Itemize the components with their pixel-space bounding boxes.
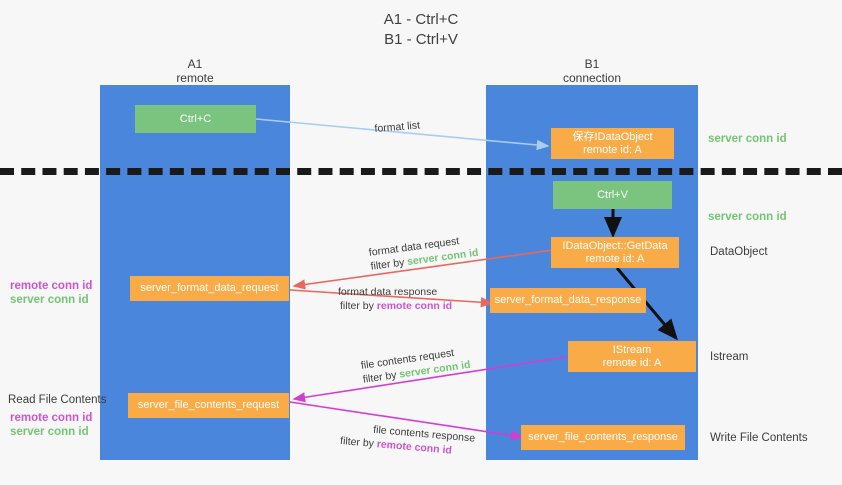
left-label-server-conn-id-1: server conn id xyxy=(10,294,89,306)
right-label-server-conn-id-mid-text: server conn id xyxy=(708,211,787,223)
node-server-format-data-response[interactable]: server_format_data_response xyxy=(490,288,646,313)
title-line-2: B1 - Ctrl+V xyxy=(384,31,458,48)
filter-prefix: filter by xyxy=(340,300,377,312)
node-getdata-label: IDataObject::GetData xyxy=(562,239,668,252)
node-ctrl-v-label: Ctrl+V xyxy=(597,188,628,201)
node-save-idataobject-sub: remote id: A xyxy=(583,143,642,156)
left-label-read-file-contents-text: Read File Contents xyxy=(8,394,107,406)
title-line-1: A1 - Ctrl+C xyxy=(383,11,459,28)
node-server-format-data-request[interactable]: server_format_data_request xyxy=(130,276,289,301)
right-label-server-conn-id-top-text: server conn id xyxy=(708,133,787,145)
arrow-format-data-request xyxy=(292,249,554,290)
arrow-file-contents-request xyxy=(292,356,567,403)
node-server-file-contents-request[interactable]: server_file_contents_request xyxy=(128,393,289,418)
node-server-file-contents-response[interactable]: server_file_contents_response xyxy=(521,425,685,450)
right-label-istream-text: Istream xyxy=(710,351,749,363)
left-label-read-file-contents: Read File Contents xyxy=(8,393,106,407)
node-save-idataobject[interactable]: 保存IDataObject remote id: A xyxy=(551,128,674,159)
right-label-istream: Istream xyxy=(710,350,748,364)
lane-header-b1: B1 connection xyxy=(486,57,698,85)
arrow-getdata-to-istream xyxy=(615,267,678,341)
node-ctrl-c-label: Ctrl+C xyxy=(179,112,212,125)
right-label-server-conn-id-mid: server conn id xyxy=(708,210,787,224)
phase-divider xyxy=(0,168,842,175)
filter-prefix: filter by xyxy=(339,434,378,451)
node-save-idataobject-label: 保存IDataObject xyxy=(572,130,653,143)
arrow-format-data-response xyxy=(289,289,494,308)
node-istream-label: IStream xyxy=(612,343,652,356)
page-title: A1 - Ctrl+C B1 - Ctrl+V xyxy=(0,10,842,50)
node-idataobject-getdata[interactable]: IDataObject::GetData remote id: A xyxy=(551,237,679,268)
right-label-dataobject-text: DataObject xyxy=(710,246,768,258)
node-server-file-contents-response-label: server_file_contents_response xyxy=(528,431,678,443)
node-getdata-sub: remote id: A xyxy=(585,252,645,265)
lane-a1-subtitle: remote xyxy=(176,71,214,85)
node-server-file-contents-request-label: server_file_contents_request xyxy=(137,399,280,411)
edge-label-format-data-response: format data response filter by remote co… xyxy=(338,285,452,313)
filter-key-remote-conn-id: remote conn id xyxy=(376,300,453,312)
lane-a1-name: A1 xyxy=(187,57,203,71)
right-label-dataobject: DataObject xyxy=(710,245,768,259)
node-server-format-data-request-label: server_format_data_request xyxy=(140,282,279,294)
right-label-server-conn-id-top: server conn id xyxy=(708,132,787,146)
lane-header-a1: A1 remote xyxy=(100,57,290,85)
node-istream[interactable]: IStream remote id: A xyxy=(568,341,696,372)
left-label-remote-conn-id-1: remote conn id xyxy=(10,280,93,292)
edge-label-format-data-response-title: format data response xyxy=(338,286,438,298)
left-label-server-conn-id-2: server conn id xyxy=(10,426,89,438)
node-server-format-data-response-label: server_format_data_response xyxy=(494,294,642,306)
node-istream-sub: remote id: A xyxy=(602,356,662,369)
edge-label-format-data-response-filter: filter by remote conn id xyxy=(338,299,452,313)
left-label-conn-ids-2: remote conn id server conn id xyxy=(10,411,92,439)
arrow-file-contents-response xyxy=(289,401,524,441)
arrow-format-list xyxy=(255,118,550,151)
edge-label-format-list-text: format list xyxy=(374,119,421,135)
lane-b1-name: B1 xyxy=(584,57,600,71)
left-label-remote-conn-id-2: remote conn id xyxy=(10,412,93,424)
right-label-write-file-contents: Write File Contents xyxy=(710,431,808,445)
node-ctrl-v[interactable]: Ctrl+V xyxy=(553,181,672,209)
lane-b1-subtitle: connection xyxy=(562,71,622,85)
right-label-write-file-contents-text: Write File Contents xyxy=(710,432,808,444)
node-ctrl-c[interactable]: Ctrl+C xyxy=(135,105,256,133)
left-label-conn-ids-1: remote conn id server conn id xyxy=(10,279,92,307)
